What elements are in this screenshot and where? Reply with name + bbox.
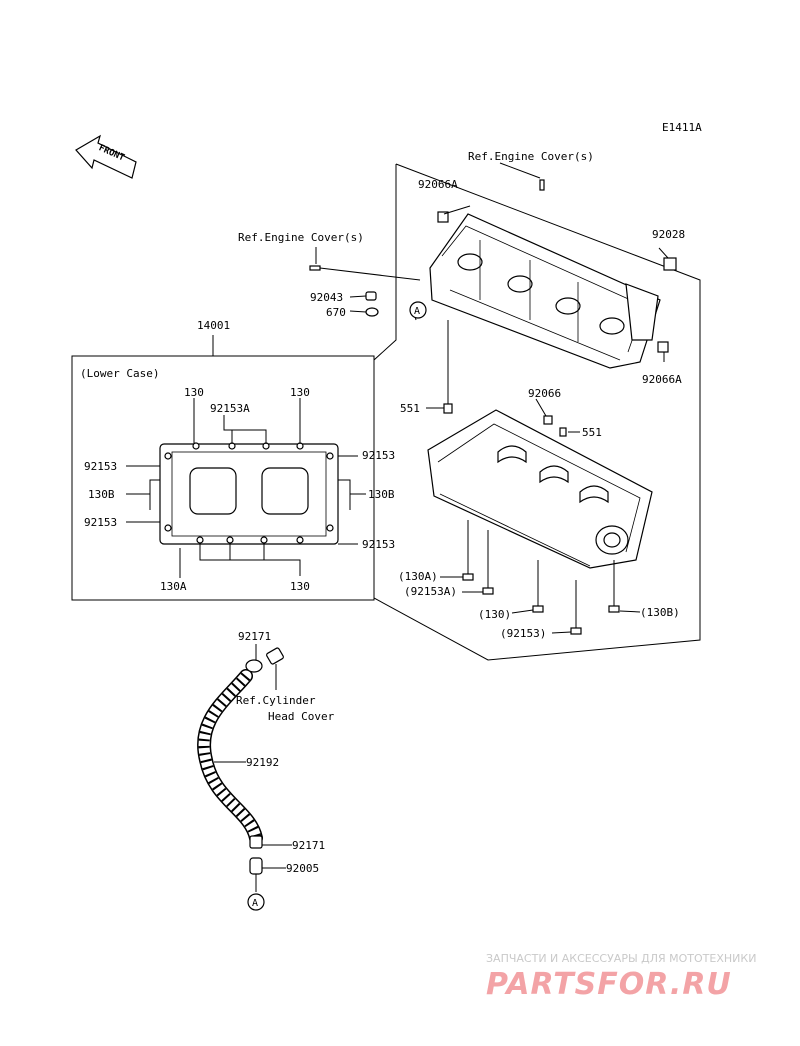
inset-130B-left: 130B bbox=[88, 488, 115, 501]
callout-92192: 92192 bbox=[246, 756, 279, 769]
leader-lines bbox=[315, 162, 669, 433]
marker-a-top-label: A bbox=[414, 306, 420, 317]
callout-92066: 92066 bbox=[528, 387, 561, 400]
engine-cover-pin bbox=[309, 265, 321, 271]
jet-551-left bbox=[443, 403, 453, 414]
inset-92153-left-bottom: 92153 bbox=[84, 516, 117, 529]
callout-92005: 92005 bbox=[286, 862, 319, 875]
plug-92066A-top bbox=[437, 211, 449, 223]
callout-551-left: 551 bbox=[400, 402, 420, 415]
bolts-group bbox=[462, 520, 620, 635]
marker-a-top: A bbox=[409, 301, 427, 319]
watermark-subtitle: ЗАПЧАСТИ И АКСЕССУАРЫ ДЛЯ МОТОТЕХНИКИ bbox=[486, 952, 756, 965]
inset-leader-lines bbox=[126, 398, 366, 578]
inset-92153-right-top: 92153 bbox=[362, 449, 395, 462]
front-arrow-icon: FRONT bbox=[75, 134, 137, 179]
ref-engine-cover-top: Ref.Engine Cover(s) bbox=[468, 150, 594, 163]
callout-130-paren: (130) bbox=[478, 608, 511, 621]
breather-hose-assembly: A bbox=[197, 647, 284, 911]
lower-case-inset-frame bbox=[71, 355, 375, 601]
callout-92171-top: 92171 bbox=[238, 630, 271, 643]
callout-92153A-paren: (92153A) bbox=[404, 585, 457, 598]
callout-92028: 92028 bbox=[652, 228, 685, 241]
plug-92066 bbox=[543, 415, 553, 425]
callout-130B-paren: (130B) bbox=[640, 606, 680, 619]
inset-130A: 130A bbox=[160, 580, 187, 593]
callout-92043: 92043 bbox=[310, 291, 343, 304]
plug-92028 bbox=[663, 257, 677, 271]
ref-cylinder-head-line1: Ref.Cylinder bbox=[236, 694, 316, 707]
inset-92153-left-top: 92153 bbox=[84, 460, 117, 473]
dowel-92043 bbox=[365, 291, 377, 301]
callout-92066A-top: 92066A bbox=[418, 178, 458, 191]
callout-92171-bottom: 92171 bbox=[292, 839, 325, 852]
lower-case-label: (Lower Case) bbox=[80, 367, 159, 380]
inset-130-right: 130 bbox=[290, 386, 310, 399]
watermark-brand: PARTSFOR.RU bbox=[486, 967, 732, 1002]
assembly-frame bbox=[373, 163, 701, 661]
engine-cover-pin-top bbox=[539, 179, 545, 191]
inset-92153-right-bottom: 92153 bbox=[362, 538, 395, 551]
inset-130B-right: 130B bbox=[368, 488, 395, 501]
lower-case-inset-drawing bbox=[159, 442, 339, 545]
callout-551-right: 551 bbox=[582, 426, 602, 439]
lower-crankcase-drawing bbox=[427, 409, 653, 569]
inset-92153A: 92153A bbox=[210, 402, 250, 415]
ref-engine-cover-left: Ref.Engine Cover(s) bbox=[238, 231, 364, 244]
marker-a-bottom-label: A bbox=[252, 898, 258, 909]
diagram-code: E1411A bbox=[662, 121, 702, 134]
part-14001-label: 14001 bbox=[197, 319, 230, 332]
o-ring-670 bbox=[365, 307, 379, 317]
ref-cylinder-head-line2: Head Cover bbox=[268, 710, 335, 723]
callout-670: 670 bbox=[326, 306, 346, 319]
inset-130-left: 130 bbox=[184, 386, 204, 399]
callout-130A-paren: (130A) bbox=[398, 570, 438, 583]
inset-130-bottom: 130 bbox=[290, 580, 310, 593]
plug-92066A-right bbox=[657, 341, 669, 353]
callout-92153-paren: (92153) bbox=[500, 627, 546, 640]
jet-551-right bbox=[559, 427, 567, 437]
callout-92066A-right: 92066A bbox=[642, 373, 682, 386]
upper-crankcase-drawing bbox=[429, 213, 661, 369]
